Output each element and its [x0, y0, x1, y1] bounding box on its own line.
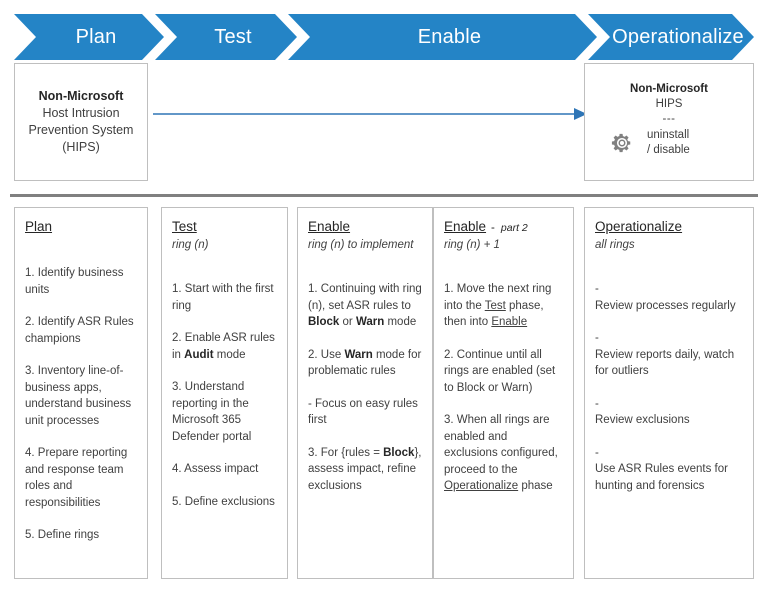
hips-target-separator: --- [662, 113, 676, 125]
list-item: 4. Assess impact [172, 463, 259, 475]
section-divider [10, 194, 758, 197]
chevron-phase-plan[interactable]: Plan [14, 14, 164, 60]
list-item: 4. Prepare reporting and response team r… [25, 447, 128, 509]
column-enable-part2-title: Enable [444, 219, 487, 234]
chevron-phase-operationalize[interactable]: Operationalize [588, 14, 754, 60]
column-test: Test ring (n) 1. Start with the first ri… [161, 207, 288, 579]
column-plan: Plan 1. Identify business units 2. Identi… [14, 207, 148, 579]
list-item: -Review exclusions [595, 397, 690, 427]
column-enable-suffix [355, 222, 361, 234]
chevron-phase-test[interactable]: Test [155, 14, 297, 60]
gear-icon [611, 133, 631, 153]
list-item: 1. Continuing with ring (n), set ASR rul… [308, 283, 422, 328]
column-operationalize-header: Operationalize [595, 218, 743, 237]
column-test-subtitle: ring (n) [172, 239, 209, 251]
list-item: - Focus on easy rules first [308, 397, 418, 427]
hips-source-line3: Prevention System [28, 123, 134, 137]
list-item: 2. Identify ASR Rules champions [25, 316, 134, 345]
hips-target-box: Non-Microsoft HIPS --- uninstall / disab… [584, 63, 754, 181]
hips-source-line1: Non-Microsoft [38, 89, 124, 103]
chevron-label-test: Test [214, 25, 252, 48]
column-test-suffix [202, 222, 208, 234]
list-item: -Review processes regularly [595, 283, 736, 312]
list-item: -Use ASR Rules events for hunting and fo… [595, 446, 728, 492]
hips-target-title: Non-Microsoft [630, 83, 708, 95]
column-enable: Enable ring (n) to implement 1. Continui… [297, 207, 433, 579]
column-operationalize-items: -Review processes regularly -Review repor… [595, 281, 743, 494]
column-test-title: Test [172, 219, 197, 234]
hips-target-action-row: uninstall / disable [585, 128, 753, 158]
column-enable-items: 1. Continuing with ring (n), set ASR rul… [308, 281, 422, 494]
column-enable-part2-subtitle: ring (n) + 1 [444, 239, 500, 251]
column-enable-part2-suffix: part 2 [500, 222, 528, 234]
column-enable-header: Enable [308, 218, 422, 237]
column-test-header: Test [172, 218, 277, 237]
list-item: 1. Move the next ring into the Test phas… [444, 283, 552, 328]
hips-target-action-line1: uninstall [647, 129, 690, 141]
list-item: 3. Understand reporting in the Microsoft… [172, 381, 252, 443]
column-operationalize-subtitle: all rings [595, 239, 635, 251]
column-plan-title: Plan [25, 219, 53, 234]
phase-chevron-band: Plan Test Enable Operationalize [0, 14, 768, 60]
list-item: 2. Enable ASR rules in Audit mode [172, 332, 275, 361]
list-item: 1. Identify business units [25, 267, 124, 296]
list-item: -Review reports daily, watch for outlier… [595, 332, 735, 377]
list-item: 2. Continue until all rings are enabled … [444, 348, 556, 394]
column-enable-part2-dash: - [491, 222, 495, 234]
column-plan-header: Plan [25, 218, 137, 237]
chevron-label-enable: Enable [417, 25, 482, 48]
flow-arrow-right [153, 108, 587, 120]
column-operationalize: Operationalize all rings -Review process… [584, 207, 754, 579]
list-item: 1. Start with the first ring [172, 283, 274, 312]
chevron-phase-enable[interactable]: Enable [288, 14, 597, 60]
column-operationalize-suffix [687, 222, 693, 234]
column-enable-subtitle: ring (n) to implement [308, 239, 414, 251]
column-enable-part2-items: 1. Move the next ring into the Test phas… [444, 281, 563, 495]
list-item: 3. Inventory line-of-business apps, unde… [25, 365, 132, 427]
chevron-label-operationalize: Operationalize [612, 25, 744, 48]
list-item: 3. When all rings are enabled and exclus… [444, 414, 558, 492]
hips-source-line2: Host Intrusion [42, 106, 120, 120]
column-test-items: 1. Start with the first ring 2. Enable AS… [172, 281, 277, 510]
hips-target-action-line2: / disable [647, 144, 690, 156]
chevron-label-plan: Plan [75, 25, 117, 48]
column-enable-part2-header: Enable-part 2 [444, 218, 563, 237]
hips-source-box: Non-Microsoft Host Intrusion Prevention … [14, 63, 148, 181]
column-plan-items: 1. Identify business units 2. Identify AS… [25, 265, 137, 544]
hips-target-action-text: uninstall / disable [633, 128, 690, 158]
column-operationalize-title: Operationalize [595, 219, 683, 234]
hips-source-line4: (HIPS) [62, 140, 100, 154]
column-enable-title: Enable [308, 219, 351, 234]
list-item: 2. Use Warn mode for problematic rules [308, 348, 422, 378]
list-item: 5. Define rings [25, 529, 100, 541]
hips-target-subtitle: HIPS [655, 98, 683, 110]
list-item: 5. Define exclusions [172, 495, 275, 508]
column-plan-suffix [57, 222, 63, 234]
list-item: 3. For {rules = Block}, assess impact, r… [308, 446, 422, 492]
column-enable-part2: Enable-part 2 ring (n) + 1 1. Move the n… [433, 207, 574, 579]
